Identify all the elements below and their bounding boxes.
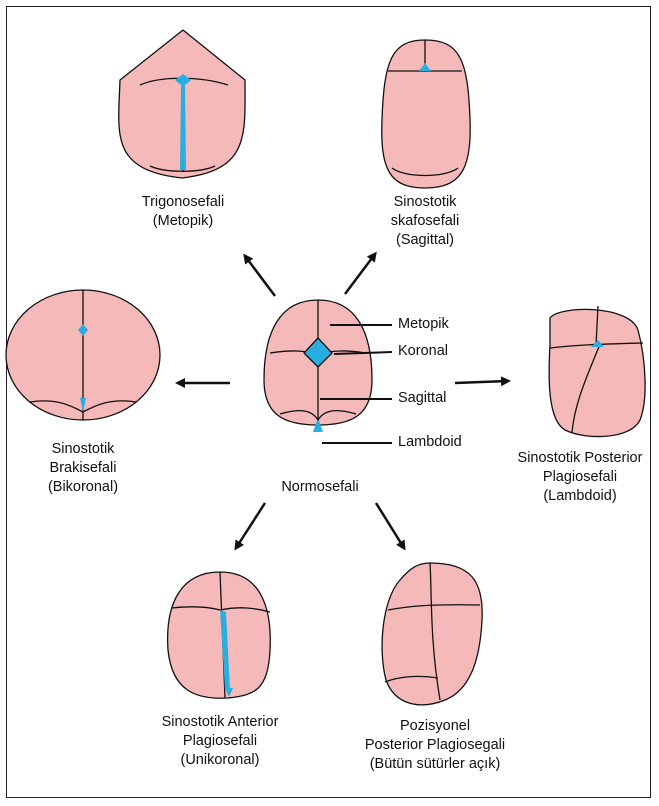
arrow-to-posterior-plagiocephaly: [455, 381, 508, 383]
arrow-to-positional-plagiocephaly: [376, 503, 404, 548]
suture-label-lambdoid: Lambdoid: [398, 434, 462, 450]
skull-normocephaly: [264, 300, 372, 432]
arrow-to-scaphocephaly: [345, 254, 375, 294]
skull-trigonocephaly: [119, 30, 245, 178]
caption-anterior-plagiocephaly: Sinostotik Anterior Plagiosefali (Unikor…: [130, 713, 310, 770]
skull-anterior-plagiocephaly: [168, 572, 271, 698]
skull-posterior-plagiocephaly: [549, 306, 645, 437]
suture-label-metopik: Metopik: [398, 316, 449, 332]
label-normocephaly: Normosefali: [255, 478, 385, 497]
arrow-to-anterior-plagiocephaly: [236, 503, 265, 548]
caption-trigonocephaly: Trigonosefali (Metopik): [103, 193, 263, 231]
suture-label-sagittal: Sagittal: [398, 390, 446, 406]
skull-brachycephaly: [6, 290, 160, 420]
suture-label-koronal: Koronal: [398, 343, 448, 359]
caption-scaphocephaly: Sinostotik skafosefali (Sagittal): [345, 193, 505, 250]
caption-posterior-plagiocephaly: Sinostotik Posterior Plagiosefali (Lambd…: [505, 449, 655, 506]
caption-brachycephaly: Sinostotik Brakisefali (Bikoronal): [3, 440, 163, 497]
skull-scaphocephaly: [382, 40, 470, 188]
skull-positional-plagiocephaly: [382, 563, 482, 705]
arrow-to-trigonocephaly: [245, 256, 275, 296]
caption-positional-plagiocephaly: Pozisyonel Posterior Plagiosegali (Bütün…: [345, 717, 525, 774]
